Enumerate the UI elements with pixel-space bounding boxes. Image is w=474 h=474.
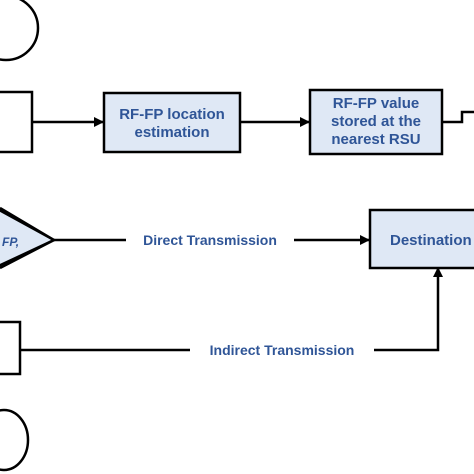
destination-label: Destination bbox=[390, 232, 472, 249]
end-terminal bbox=[0, 408, 30, 472]
rf-fp-value-line3: nearest RSU bbox=[331, 131, 420, 148]
connector-right-edge bbox=[442, 110, 474, 124]
destination-box: Destination bbox=[368, 208, 474, 270]
indirect-transmission-path bbox=[20, 267, 443, 352]
rf-fp-value-box: RF-FP value stored at the nearest RSU bbox=[308, 88, 444, 156]
start-terminal bbox=[0, 0, 40, 62]
left-process-box-row1 bbox=[0, 90, 34, 154]
rf-fp-location-line2: estimation bbox=[134, 124, 209, 141]
decision-label: FP, bbox=[2, 235, 19, 249]
left-process-box-row4 bbox=[0, 320, 22, 376]
indirect-transmission-label: Indirect Transmission bbox=[210, 342, 355, 358]
rf-fp-value-line2: stored at the bbox=[331, 113, 421, 130]
direct-transmission-label: Direct Transmission bbox=[143, 232, 277, 248]
decision-diamond: FP, bbox=[0, 206, 57, 270]
indirect-transmission-label-bg bbox=[190, 341, 374, 359]
rf-fp-value-line1: RF-FP value bbox=[333, 95, 419, 112]
direct-transmission-label-bg bbox=[126, 231, 294, 249]
rf-fp-location-line1: RF-FP location bbox=[119, 106, 225, 123]
rf-fp-location-box: RF-FP location estimation bbox=[102, 91, 242, 154]
